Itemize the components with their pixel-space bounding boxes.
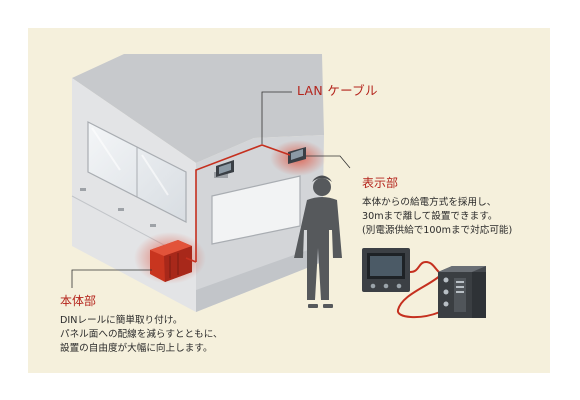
display-label-leader: [306, 155, 351, 169]
controller-device: [438, 266, 486, 318]
main-unit-description-line: パネル面への配線を減らすとともに、: [60, 329, 223, 340]
display-unit-description-line: (別電源供給で100mまで対応可能): [362, 225, 513, 236]
panel-display-device: [362, 248, 410, 292]
main-unit-description-line: 設置の自由度が大幅に向上します。: [60, 343, 213, 354]
main-unit-title: 本体部: [60, 294, 97, 308]
cabinet-front-door: [211, 175, 301, 245]
lan-label-leader: [261, 91, 292, 144]
display-unit-description-line: 本体からの給電方式を採用し、: [362, 197, 497, 208]
lan-cable-label: LAN ケーブル: [297, 83, 378, 98]
lan-cable: [195, 144, 291, 262]
main-unit-description-line: DINレールに簡単取り付け。: [60, 315, 183, 326]
main-label-leader: [71, 269, 152, 288]
display-unit-description-line: 30mまで離して設置できます。: [362, 211, 498, 222]
display-unit-title: 表示部: [362, 176, 399, 190]
cabinet-roof: [72, 54, 324, 163]
person-silhouette: [294, 175, 342, 308]
